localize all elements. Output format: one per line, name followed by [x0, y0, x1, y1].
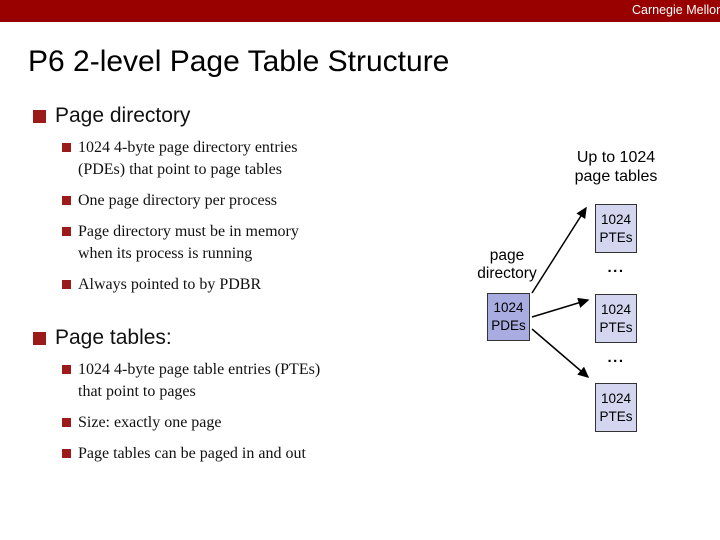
label-line: directory: [477, 264, 537, 282]
page-directory-label: page directory: [470, 247, 544, 282]
page-title: P6 2-level Page Table Structure: [28, 45, 450, 78]
section-heading-row: Page directory: [30, 103, 420, 129]
list-item-text: Page directory must be in memory when it…: [78, 221, 299, 265]
item-line: Always pointed to by PDBR: [78, 276, 262, 293]
list-item: 1024 4-byte page directory entries (PDEs…: [62, 137, 374, 181]
list-item: 1024 4-byte page table entries (PTEs) th…: [62, 359, 374, 403]
pte-box-line: 1024: [600, 301, 632, 317]
item-line: Page tables can be paged in and out: [78, 445, 306, 462]
pte-box-bottom: 1024 PTEs: [595, 383, 637, 432]
section-heading-row: Page tables:: [30, 325, 420, 351]
sub-bullet-square-icon: [62, 196, 71, 205]
caption-line: Up to 1024: [576, 149, 656, 166]
arrow-pde-to-pte-middle-icon: [531, 297, 590, 318]
diagram-caption: Up to 1024 page tables: [556, 148, 676, 186]
bullet-square-icon: [33, 332, 46, 345]
item-line: 1024 4-byte page directory entries: [78, 139, 298, 156]
item-line: 1024 4-byte page table entries (PTEs): [78, 361, 321, 378]
list-item-text: One page directory per process: [78, 190, 277, 212]
list-item-text: Size: exactly one page: [78, 412, 222, 434]
item-line: One page directory per process: [78, 192, 278, 209]
item-line: Size: exactly one page: [78, 414, 222, 431]
pte-box-line: PTEs: [599, 319, 633, 335]
sub-bullet-square-icon: [62, 365, 71, 374]
pte-box-line: 1024: [600, 211, 632, 227]
list-item: Page tables can be paged in and out: [62, 443, 374, 465]
item-line: Page directory must be in memory: [78, 223, 299, 240]
list-item: Page directory must be in memory when it…: [62, 221, 374, 265]
pte-box-line: PTEs: [599, 408, 633, 424]
section-page-directory: Page directory 1024 4-byte page director…: [30, 103, 420, 305]
brand-text: Carnegie Mellon: [632, 3, 720, 17]
ellipsis-bottom: ...: [607, 349, 625, 366]
sub-bullet-square-icon: [62, 143, 71, 152]
list-item: Always pointed to by PDBR: [62, 274, 374, 296]
item-line: that point to pages: [78, 383, 196, 400]
list-item: Size: exactly one page: [62, 412, 374, 434]
pte-box-line: PTEs: [599, 229, 633, 245]
sub-bullet-square-icon: [62, 280, 71, 289]
header-bar: Carnegie Mellon: [0, 0, 720, 22]
list-item-text: 1024 4-byte page table entries (PTEs) th…: [78, 359, 320, 403]
sub-bullet-square-icon: [62, 418, 71, 427]
label-line: page: [489, 247, 525, 264]
list-item: One page directory per process: [62, 190, 374, 212]
bullet-list: 1024 4-byte page directory entries (PDEs…: [62, 137, 374, 296]
pde-box: 1024 PDEs: [487, 293, 530, 341]
bullet-list: 1024 4-byte page table entries (PTEs) th…: [62, 359, 374, 465]
item-line: when its process is running: [78, 245, 253, 262]
caption-line: page tables: [574, 168, 658, 185]
item-line: (PDEs) that point to page tables: [78, 161, 282, 178]
sub-bullet-square-icon: [62, 449, 71, 458]
list-item-text: Always pointed to by PDBR: [78, 274, 261, 296]
list-item-text: Page tables can be paged in and out: [78, 443, 306, 465]
pde-box-line: 1024: [493, 300, 524, 315]
sub-bullet-square-icon: [62, 227, 71, 236]
bullet-square-icon: [33, 110, 46, 123]
arrow-pde-to-pte-bottom-icon: [531, 328, 590, 378]
section-heading: Page directory: [55, 104, 191, 127]
list-item-text: 1024 4-byte page directory entries (PDEs…: [78, 137, 297, 181]
section-page-tables: Page tables: 1024 4-byte page table entr…: [30, 325, 420, 474]
section-heading: Page tables:: [55, 326, 172, 349]
pte-box-line: 1024: [600, 390, 632, 406]
pte-box-top: 1024 PTEs: [595, 204, 637, 253]
pte-box-middle: 1024 PTEs: [595, 294, 637, 343]
ellipsis-top: ...: [607, 259, 625, 276]
pde-box-line: PDEs: [491, 318, 526, 333]
